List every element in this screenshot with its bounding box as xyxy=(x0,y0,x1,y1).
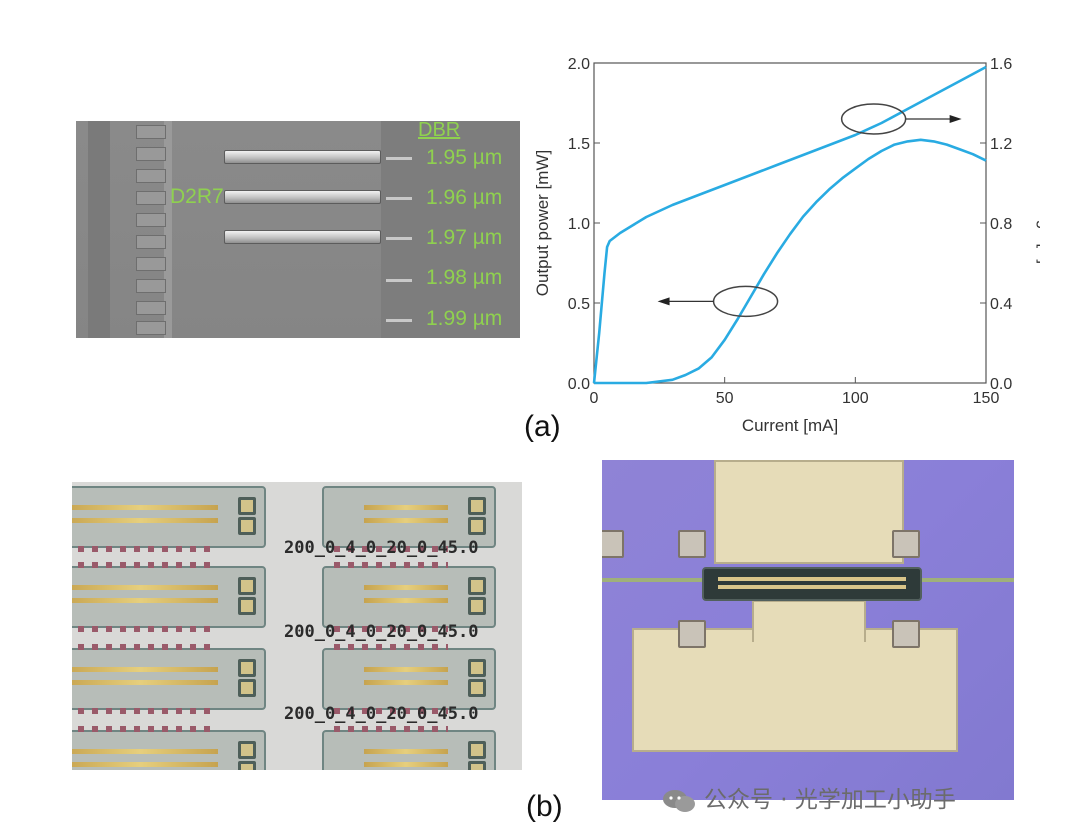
axis-arrow-head xyxy=(949,115,962,123)
axis-arrow-head xyxy=(657,297,670,306)
laser-device xyxy=(322,486,496,552)
y2-tick-label: 1.6 xyxy=(990,56,1012,73)
device-id-label: 200_0_4_0_20_0_45.0 xyxy=(284,704,479,724)
x-tick-label: 150 xyxy=(973,390,1000,407)
device-label: D2R7 xyxy=(170,185,224,208)
y-tick-label: 1.5 xyxy=(568,136,590,153)
laser-ridge xyxy=(702,567,922,601)
grating-period-label: 1.98 µm xyxy=(426,266,503,289)
laser-device xyxy=(72,562,266,632)
laser-device xyxy=(322,726,496,770)
device-id-label: 200_0_4_0_20_0_45.0 xyxy=(284,538,479,558)
ridge-waveguide xyxy=(224,150,381,164)
optical-image-single-device xyxy=(602,460,1014,800)
panel-label-a: (a) xyxy=(524,410,561,443)
y-axis-label: Output power [mW] xyxy=(533,150,552,296)
plot-frame xyxy=(593,62,987,384)
laser-device xyxy=(72,726,266,770)
curve-ellipse xyxy=(840,103,907,135)
grating-period-label: 1.97 µm xyxy=(426,226,503,249)
device-id-label: 200_0_4_0_20_0_45.0 xyxy=(284,622,479,642)
ridge-waveguide xyxy=(224,230,381,244)
y2-tick-label: 0.4 xyxy=(990,296,1012,313)
y2-tick-label: 0.8 xyxy=(990,216,1012,233)
power-curve xyxy=(594,138,987,385)
y-tick-label: 1.0 xyxy=(568,216,590,233)
x-tick-label: 100 xyxy=(842,390,869,407)
voltage-curve xyxy=(592,65,987,384)
wechat-icon xyxy=(663,789,695,812)
dbr-label: DBR xyxy=(418,121,461,141)
y-tick-label: 0.5 xyxy=(568,296,590,313)
optical-image-array: 200_0_4_0_20_0_45.0 200_0_4_0_20_0_45.0 … xyxy=(72,482,522,770)
y2-tick-label: 1.2 xyxy=(990,136,1012,153)
y2-tick-label: 0.0 xyxy=(990,376,1012,393)
watermark-text: 公众号 · 光学加工小助手 xyxy=(704,787,956,813)
grating-period-label: 1.95 µm xyxy=(426,146,503,169)
y-tick-label: 0.0 xyxy=(568,376,590,393)
panel-label-b: (b) xyxy=(526,790,563,823)
sem-image: DBR D2R7 1.95 µm 1.96 µm 1.97 µm 1.98 µm… xyxy=(76,121,520,338)
y-tick-label: 2.0 xyxy=(568,56,590,73)
watermark: 公众号 · 光学加工小助手 xyxy=(662,780,956,814)
laser-device xyxy=(72,644,266,714)
y2-axis-label: Voltage [V] xyxy=(1036,182,1040,264)
laser-device xyxy=(322,644,496,714)
ridge-waveguide xyxy=(224,190,381,204)
laser-device xyxy=(72,486,266,552)
x-tick-label: 0 xyxy=(590,390,599,407)
curve-ellipse xyxy=(712,285,779,318)
laser-device xyxy=(322,562,496,632)
x-tick-label: 50 xyxy=(716,390,734,407)
grating-period-label: 1.99 µm xyxy=(426,307,503,330)
x-axis-label: Current [mA] xyxy=(742,416,838,435)
grating-period-label: 1.96 µm xyxy=(426,186,503,209)
